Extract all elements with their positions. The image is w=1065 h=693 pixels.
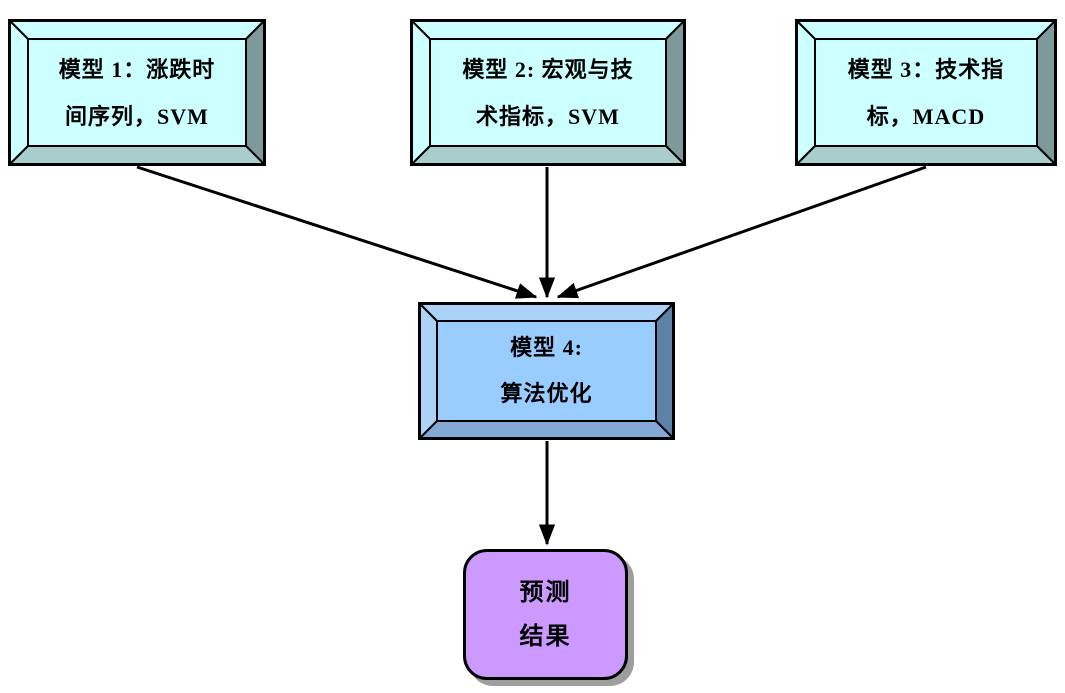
model4-label-line1: 模型 4: [510,335,583,360]
model4-label-line2: 算法优化 [500,381,593,406]
beveled-frame [418,302,675,440]
result-label-line1: 预测 [519,579,572,606]
edge-model3-to-model4 [556,165,927,299]
edge-model1-to-model4 [136,165,538,299]
node-result: 预测 结果 [463,549,628,680]
model3-label-line1: 模型 3：技术指 [847,56,1005,82]
node-model1: 模型 1：涨跌时 间序列，SVM [8,19,266,166]
model1-label-line1: 模型 1：涨跌时 [58,56,216,82]
node-model3: 模型 3：技术指 标，MACD [795,19,1057,166]
beveled-frame [8,19,266,166]
model2-label-line2: 术指标，SVM [476,103,620,129]
node-model2: 模型 2: 宏观与技 术指标，SVM [410,19,686,166]
beveled-frame [410,19,686,166]
result-label-line2: 结果 [519,623,572,650]
model1-label-line2: 间序列，SVM [65,103,209,129]
model3-label-line2: 标，MACD [866,103,986,129]
node-model4: 模型 4: 算法优化 [418,302,675,440]
model2-label-line1: 模型 2: 宏观与技 [462,56,634,82]
beveled-frame [795,19,1057,166]
